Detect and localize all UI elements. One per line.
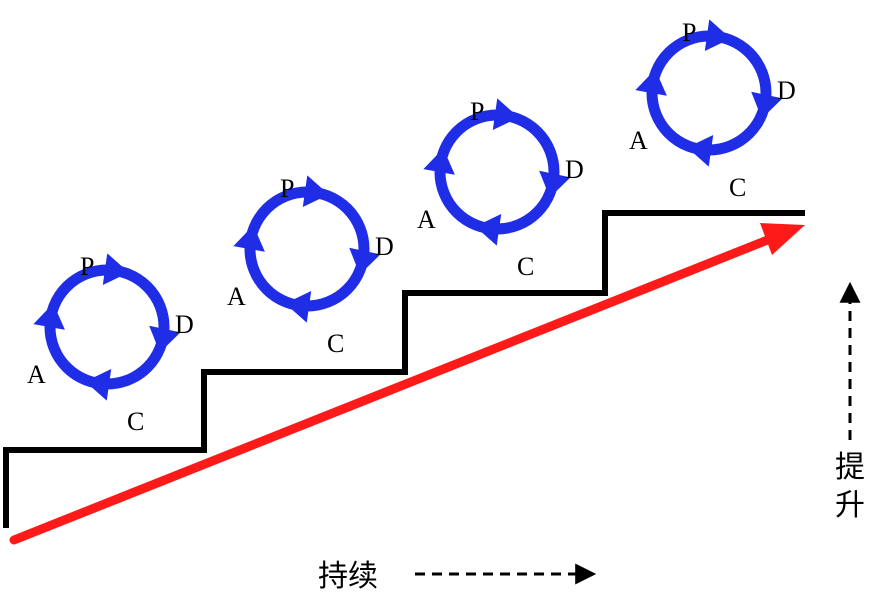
plan-label: P — [682, 18, 696, 47]
staircase — [3, 210, 805, 528]
act-label: A — [629, 126, 648, 155]
c-arrowhead — [285, 290, 312, 323]
d-arrowhead — [751, 91, 783, 119]
c-arrowhead — [687, 134, 714, 167]
d-arrowhead — [539, 170, 571, 198]
do-label: D — [375, 232, 394, 261]
d-arrowhead — [149, 325, 181, 353]
cycle-ring — [244, 186, 370, 312]
p-arrowhead — [302, 175, 329, 208]
do-label: D — [565, 155, 584, 184]
a-arrowhead — [33, 303, 65, 330]
cycle-ring — [434, 109, 560, 235]
c-arrowhead — [85, 368, 112, 401]
act-label: A — [417, 205, 436, 234]
check-label: C — [127, 407, 144, 436]
p-arrowhead — [102, 253, 129, 286]
do-label: D — [175, 310, 194, 339]
act-label: A — [227, 282, 246, 311]
plan-label: P — [470, 97, 484, 126]
check-label: C — [729, 173, 746, 202]
check-label: C — [517, 252, 534, 281]
d-arrowhead — [349, 247, 381, 275]
trend-arrow-shaft — [9, 234, 775, 545]
pdca-cycle-3: P D C A — [417, 97, 584, 281]
a-arrowhead — [233, 225, 265, 252]
p-arrowhead — [492, 98, 519, 131]
improvement-trend-arrow — [9, 223, 805, 545]
a-arrowhead — [423, 148, 455, 175]
a-arrowhead — [635, 69, 667, 96]
act-label: A — [27, 360, 46, 389]
pdca-cycle-2: P D C A — [227, 174, 394, 358]
pdca-cycle-1: P D C A — [27, 252, 194, 436]
lift-label-top: 提 — [835, 450, 865, 485]
lift-label-bottom: 升 — [835, 488, 865, 523]
check-label: C — [327, 329, 344, 358]
do-label: D — [777, 76, 796, 105]
p-arrowhead — [704, 19, 731, 52]
cycle-ring — [44, 264, 170, 390]
plan-label: P — [80, 252, 94, 281]
cycle-ring — [646, 30, 772, 156]
trend-arrow-head — [760, 223, 805, 255]
pdca-cycle-4: P D C A — [629, 18, 796, 202]
plan-label: P — [280, 174, 294, 203]
continuous-label: 持续 — [318, 559, 378, 594]
c-arrowhead — [475, 213, 502, 246]
